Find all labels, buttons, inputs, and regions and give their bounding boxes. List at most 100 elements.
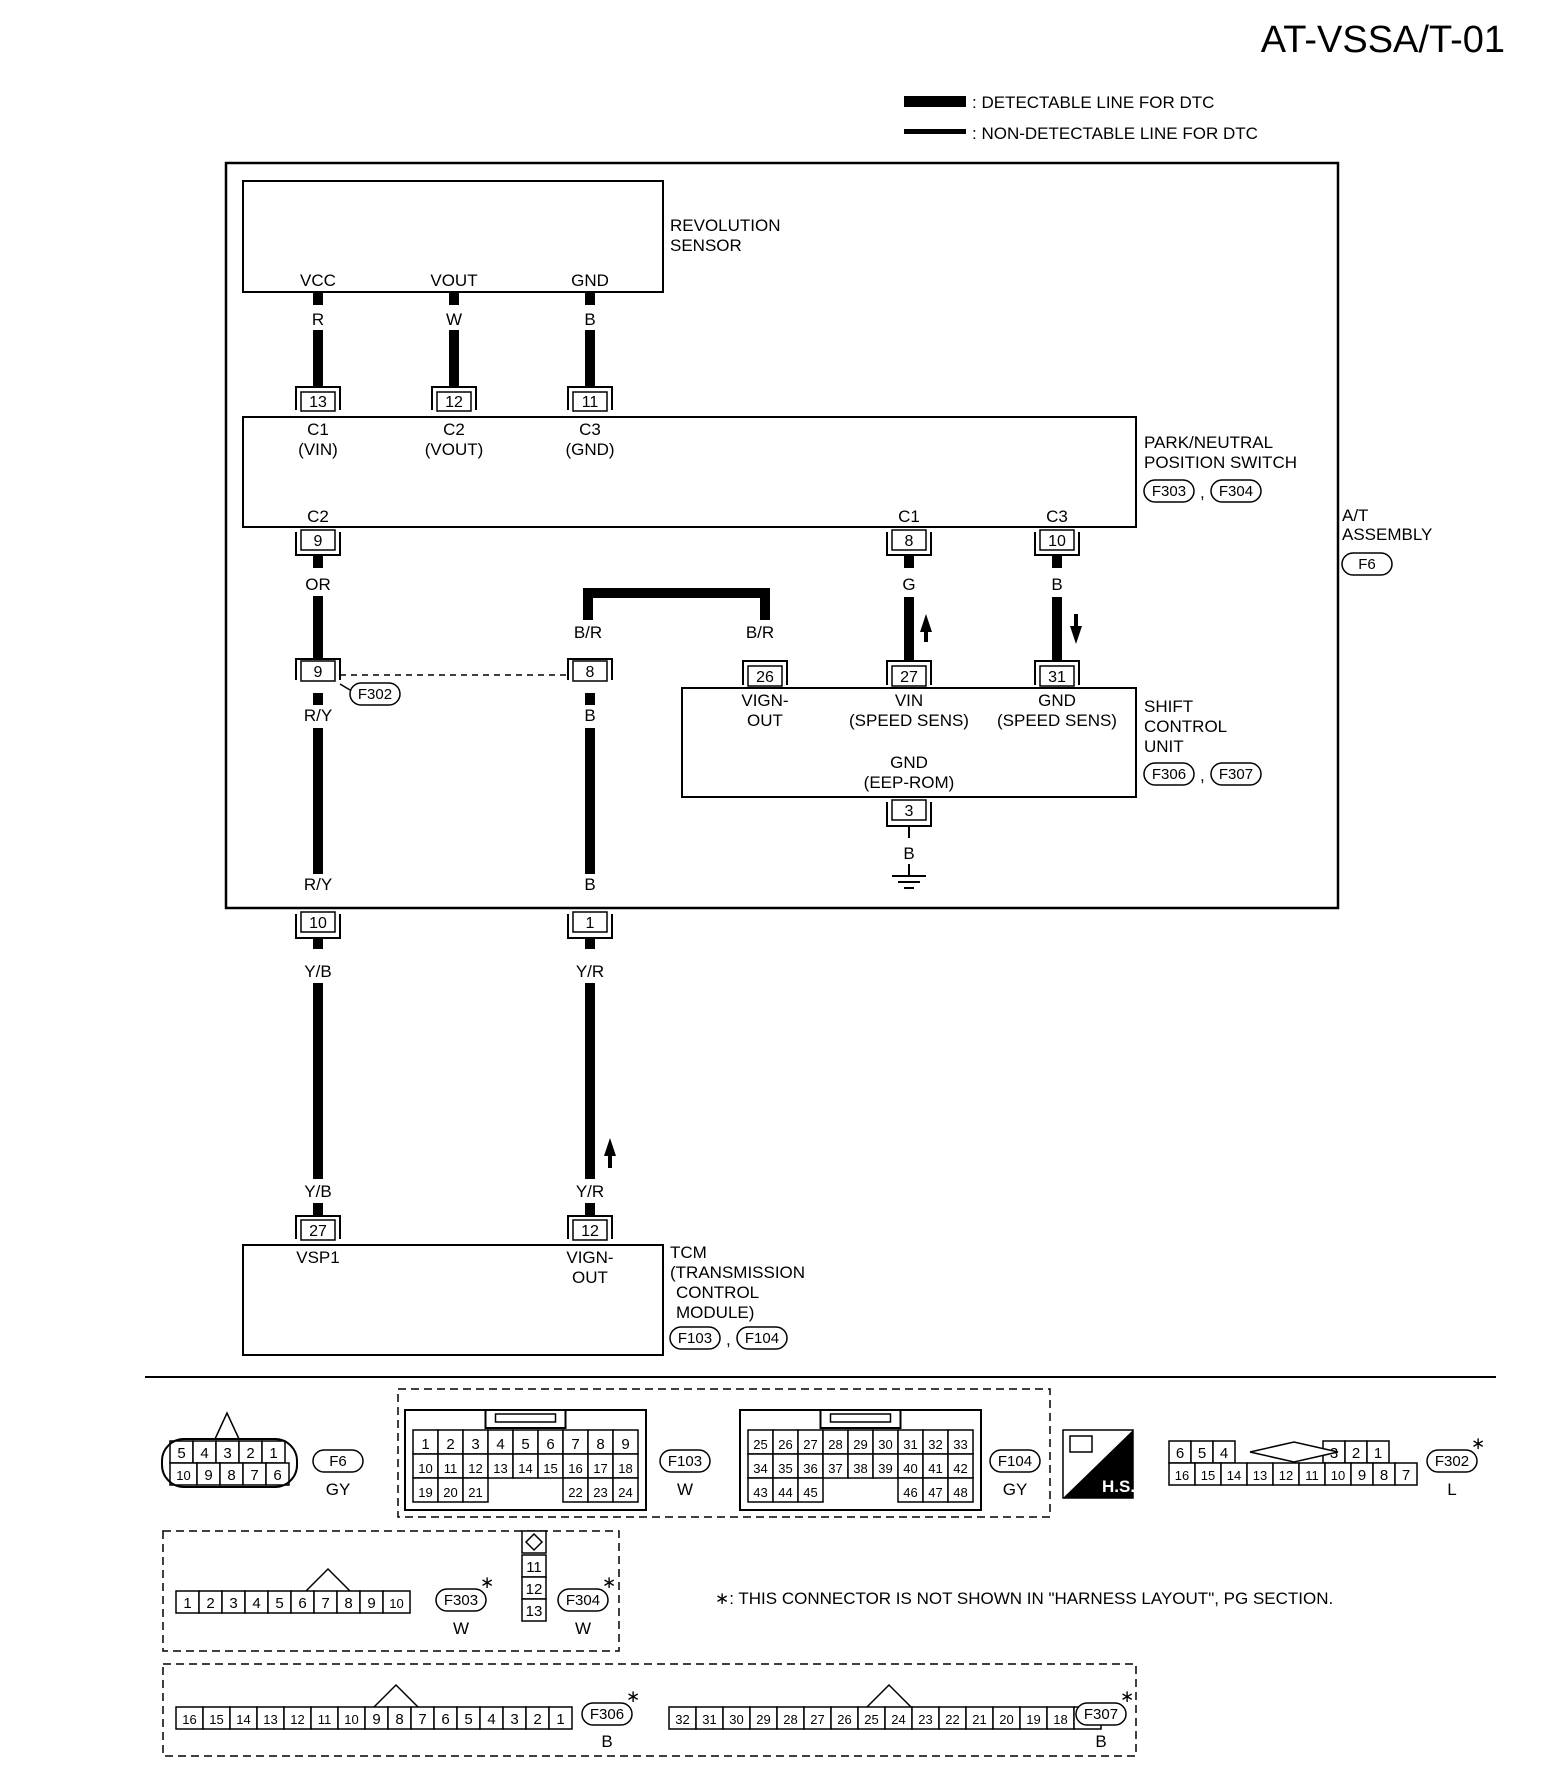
footnote: ∗: THIS CONNECTOR IS NOT SHOWN IN "HARNE… xyxy=(715,1589,1333,1608)
pin-box-26 xyxy=(742,660,788,685)
scu-name-line3: UNIT xyxy=(1144,737,1184,756)
pin-number: 27 xyxy=(803,1437,817,1452)
pin-number: 6 xyxy=(298,1595,306,1612)
pin-number: 10 xyxy=(389,1596,403,1611)
scu-connector-1: F306 xyxy=(1152,766,1186,783)
connector-housing xyxy=(161,1438,298,1488)
pnp-bottom-pin-2: 8 xyxy=(905,533,914,550)
scu-term-vign-sub: OUT xyxy=(747,711,783,730)
pin-number: 19 xyxy=(418,1485,432,1500)
tcm-term-vign-sub: OUT xyxy=(572,1268,608,1287)
connector-id: F304 xyxy=(566,1592,600,1609)
wire-or xyxy=(313,596,323,658)
pin-cell xyxy=(797,1429,824,1455)
pin-number: 9 xyxy=(204,1467,212,1484)
scu-pin-3: 3 xyxy=(905,803,914,820)
connector-star: ∗ xyxy=(1120,1687,1134,1706)
pin-number: 7 xyxy=(571,1436,579,1453)
wire-color-yr-top: Y/R xyxy=(576,962,604,981)
pnp-bottom-term-c3: C3 xyxy=(1046,507,1068,526)
pin-number: 11 xyxy=(318,1712,332,1727)
pin-number: 7 xyxy=(1402,1467,1410,1484)
pin-box-10-pnp xyxy=(1034,532,1080,556)
pin-number: 44 xyxy=(778,1485,792,1500)
scu-ground: 3 B xyxy=(886,799,932,889)
wire-color-ry-bottom: R/Y xyxy=(304,875,332,894)
connector-id: F103 xyxy=(668,1453,702,1470)
pnp-term-c1: C1 xyxy=(307,420,329,439)
revolution-sensor-vout-terminal: VOUT xyxy=(430,271,477,290)
tcm-term-vsp1: VSP1 xyxy=(296,1248,339,1267)
pin-number: 2 xyxy=(446,1436,454,1453)
pin-number: 14 xyxy=(518,1461,532,1476)
connector-key xyxy=(214,1411,240,1440)
pin-number: 3 xyxy=(229,1595,237,1612)
pin-number: 6 xyxy=(546,1436,554,1453)
pin-number: 12 xyxy=(290,1712,304,1727)
pin-number: 36 xyxy=(803,1461,817,1476)
wire-ry-mid xyxy=(313,728,323,874)
pin-number: 46 xyxy=(903,1485,917,1500)
pin-number: 27 xyxy=(810,1712,824,1727)
pin-box-9-f302 xyxy=(295,658,341,680)
connector-id: F6 xyxy=(329,1453,347,1470)
connector-id: F303 xyxy=(444,1592,478,1609)
pin-number: 13 xyxy=(263,1712,277,1727)
pin-number: 23 xyxy=(918,1712,932,1727)
pin-number: 29 xyxy=(756,1712,770,1727)
connector-star: ∗ xyxy=(626,1687,640,1706)
scu-name-line2: CONTROL xyxy=(1144,717,1227,736)
pin-number: 10 xyxy=(344,1712,358,1727)
pin-number: 22 xyxy=(945,1712,959,1727)
scu-pin-31: 31 xyxy=(1048,669,1066,686)
pin-number: 25 xyxy=(753,1437,767,1452)
pin-number: 8 xyxy=(227,1467,235,1484)
pin-number: 35 xyxy=(778,1461,792,1476)
pin-number: 14 xyxy=(1227,1468,1241,1483)
pin-cell xyxy=(612,1477,639,1503)
pin-number: 30 xyxy=(729,1712,743,1727)
pin-number: 3 xyxy=(510,1711,518,1728)
connector-latch-inner xyxy=(494,1413,557,1423)
tcm-name-line4: MODULE) xyxy=(676,1303,754,1322)
pin-number: 31 xyxy=(903,1437,917,1452)
pin-number: 1 xyxy=(269,1445,277,1462)
pnp-term-c1-sub: (VIN) xyxy=(298,440,338,459)
pin-cell xyxy=(462,1477,489,1503)
pnp-connector-sep: , xyxy=(1200,483,1205,502)
pin-number: 12 xyxy=(526,1581,543,1598)
pin-number: 11 xyxy=(526,1559,542,1576)
connector-view-f302: 65432116151413121110987F302L∗ xyxy=(1168,1434,1485,1499)
wire-color-yb-bottom: Y/B xyxy=(304,1182,331,1201)
pin-number: 5 xyxy=(464,1711,472,1728)
pin-inner-10-body xyxy=(300,911,336,933)
pin-cell xyxy=(437,1429,464,1455)
wire-color-b31: B xyxy=(1051,575,1062,594)
arrow-down-gnd xyxy=(1070,614,1082,644)
legend-non-detectable-swatch xyxy=(904,129,966,134)
pin-number: 1 xyxy=(421,1436,429,1453)
wire-color-gnd3: B xyxy=(903,844,914,863)
wire-b-stub-top xyxy=(585,693,595,705)
connector-tag xyxy=(659,1449,711,1473)
pnp-bottom-pin-3: 10 xyxy=(1048,533,1066,550)
pin-number: 48 xyxy=(953,1485,967,1500)
wire-color-b-bottom: B xyxy=(584,875,595,894)
scu-term-gnd: GND xyxy=(1038,691,1076,710)
pnp-connector-2: F304 xyxy=(1219,483,1253,500)
pin-number: 33 xyxy=(953,1437,967,1452)
pnp-switch-name-line2: POSITION SWITCH xyxy=(1144,453,1297,472)
wire-ry-stub-top xyxy=(313,693,323,705)
pin-number: 7 xyxy=(418,1711,426,1728)
pin-number: 8 xyxy=(344,1595,352,1612)
scu-connector-2: F307 xyxy=(1219,766,1253,783)
pin-number: 15 xyxy=(543,1461,557,1476)
scu-term-vin-sub: (SPEED SENS) xyxy=(849,711,969,730)
wire-group-lower xyxy=(313,939,595,1215)
pin-number: 9 xyxy=(372,1711,380,1728)
pin-box-27-tcm xyxy=(295,1215,341,1239)
pin-cell xyxy=(922,1429,949,1455)
